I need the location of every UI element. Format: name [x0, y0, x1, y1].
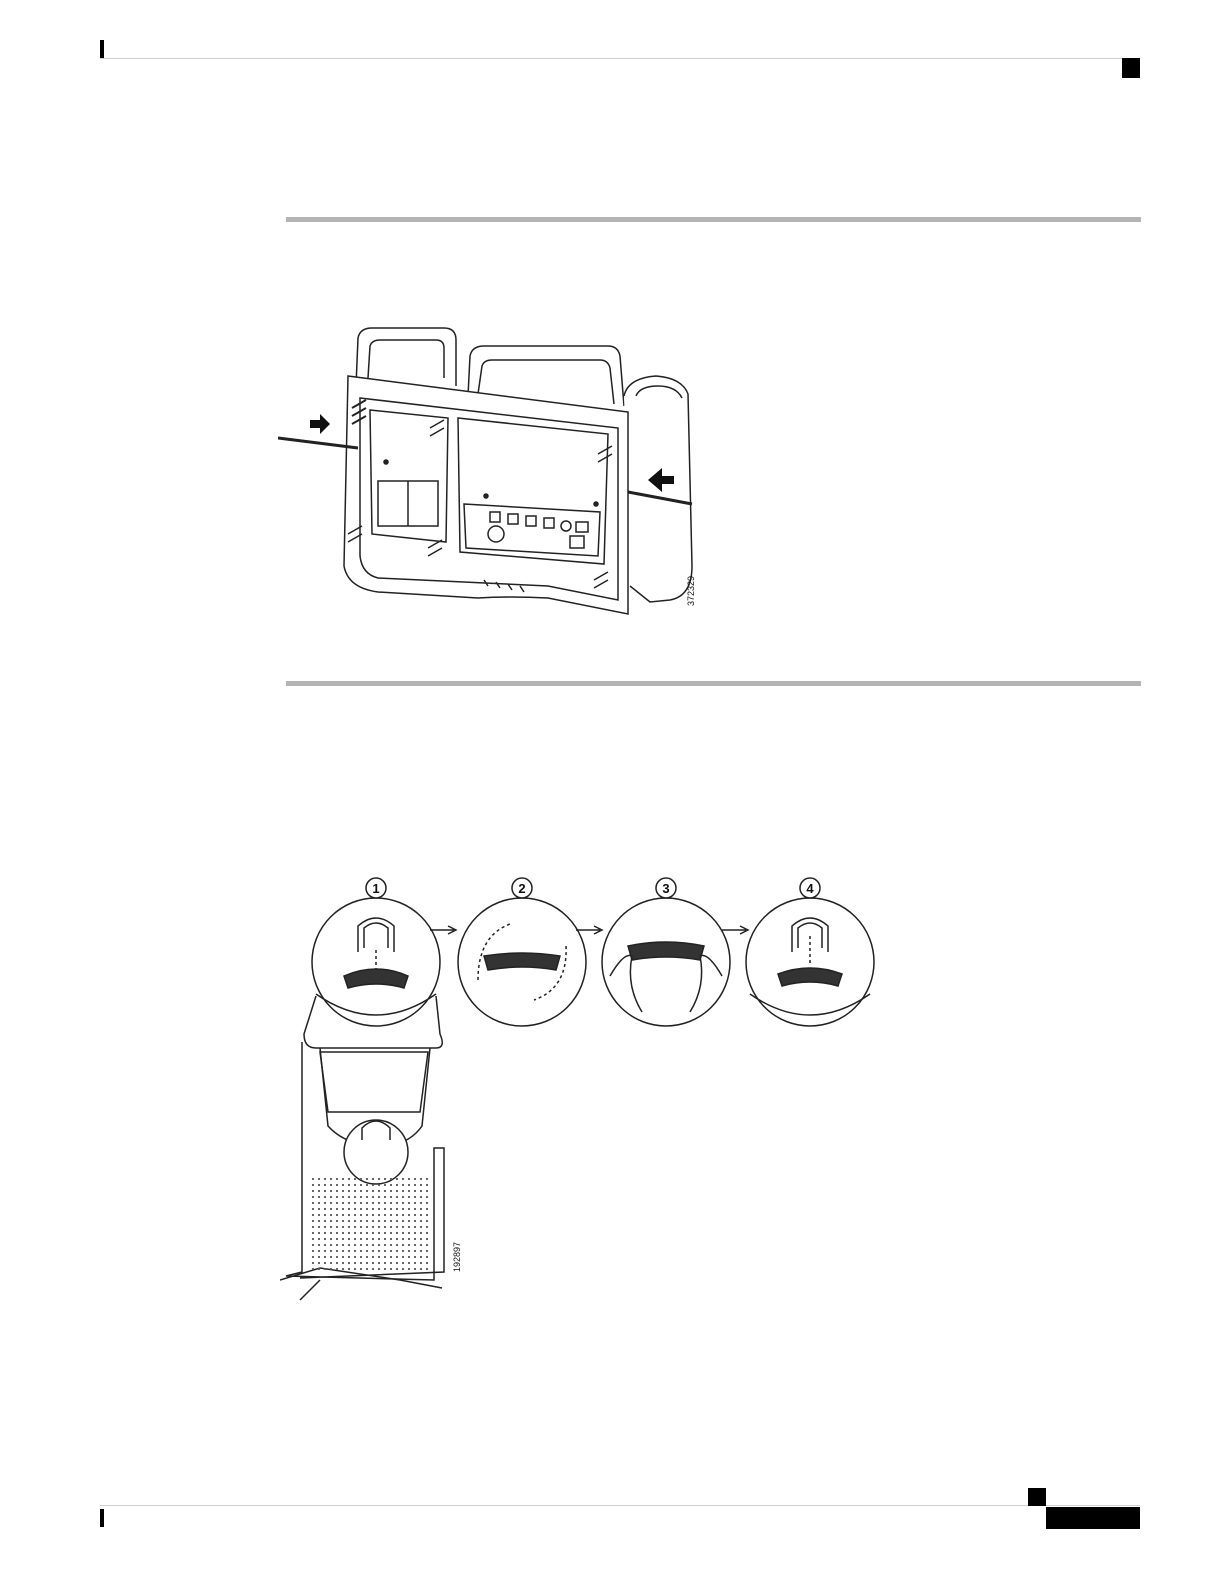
arrow-right-icon: [430, 926, 456, 934]
header-rule: [100, 58, 1140, 59]
step-3-circle: [602, 898, 730, 1026]
wall-mount-figure: 372329: [278, 316, 708, 626]
step-1-label: 1: [372, 881, 379, 896]
footer-page-square: [1028, 1488, 1046, 1506]
header-marker: [100, 40, 104, 58]
figure-id: 192897: [452, 1242, 462, 1272]
step-3-label: 3: [662, 881, 669, 896]
section-rule-top: [286, 217, 1141, 222]
footer-rule: [100, 1505, 1140, 1506]
arrow-right-icon: [576, 926, 602, 934]
handset: [624, 376, 692, 602]
step-2-label: 2: [518, 881, 525, 896]
header-page-tab: [1122, 58, 1140, 78]
step-4-label: 4: [806, 881, 814, 896]
section-rule-middle: [286, 681, 1141, 686]
speaker-grille: [308, 1176, 430, 1272]
handset-rest-figure: 1 2 3 4 192897: [280, 876, 880, 1306]
expansion-module: [356, 328, 456, 386]
right-arrow-icon: [310, 414, 330, 434]
arrow-right-icon: [722, 926, 748, 934]
figure-id: 372329: [686, 576, 696, 606]
footer-marker: [100, 1509, 104, 1527]
footer-page-tab: [1046, 1507, 1140, 1529]
